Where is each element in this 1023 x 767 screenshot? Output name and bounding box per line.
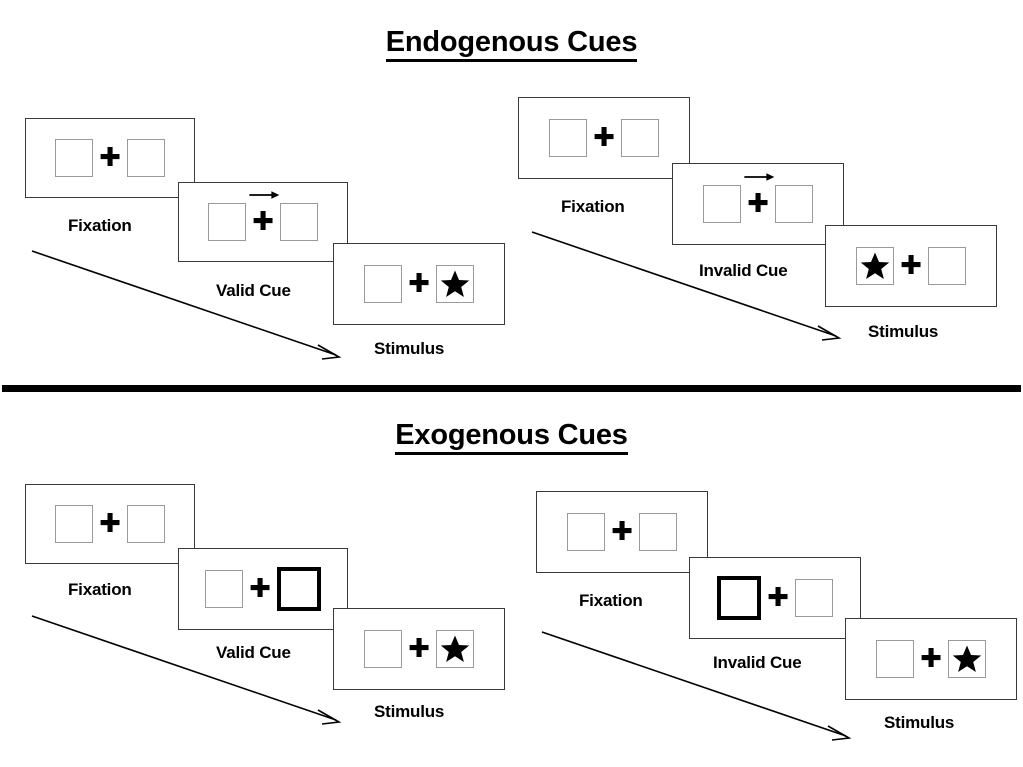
left-box-cued[interactable]: [717, 576, 761, 620]
caption-stimulus-exogenous-invalid: Stimulus: [884, 713, 955, 732]
caption-fixation-exogenous-valid: Fixation: [68, 580, 132, 599]
flow-arrow-icon-exogenous-valid: [30, 612, 350, 732]
frame-fixation-exogenous-valid[interactable]: ✚: [25, 484, 195, 564]
plus-icon: ✚: [900, 251, 922, 281]
right-box[interactable]: [639, 513, 677, 551]
caption-cue-exogenous-valid: Valid Cue: [216, 643, 291, 662]
plus-icon: ✚: [408, 269, 430, 299]
left-box[interactable]: [55, 505, 93, 543]
star-icon: [440, 634, 470, 664]
caption-fixation-endogenous-invalid: Fixation: [561, 197, 625, 216]
plus-icon: ✚: [249, 574, 271, 604]
left-box[interactable]: [364, 265, 402, 303]
arrow-right-icon: [247, 189, 281, 203]
frame-cue-endogenous-valid[interactable]: ✚: [178, 182, 348, 262]
caption-stimulus-exogenous-valid: Stimulus: [374, 702, 445, 721]
caption-cue-endogenous-invalid: Invalid Cue: [699, 261, 788, 280]
frame-content: ✚: [334, 609, 504, 689]
box-row: ✚: [717, 576, 833, 620]
plus-icon: ✚: [246, 191, 280, 235]
flow-arrow-icon-endogenous-valid: [30, 247, 350, 367]
plus-icon: ✚: [99, 509, 121, 539]
frame-stimulus-exogenous-valid[interactable]: ✚: [333, 608, 505, 690]
box-row: ✚: [549, 119, 659, 157]
frame-content: ✚: [179, 549, 347, 629]
left-box[interactable]: [364, 630, 402, 668]
caption-stimulus-endogenous-invalid: Stimulus: [868, 322, 939, 341]
right-box[interactable]: [127, 505, 165, 543]
section-title-endogenous-text: Endogenous Cues: [385, 26, 637, 62]
frame-stimulus-exogenous-invalid[interactable]: ✚: [845, 618, 1017, 700]
box-row: ✚: [208, 191, 318, 241]
plus-icon: ✚: [408, 634, 430, 664]
section-title-endogenous: Endogenous Cues: [0, 26, 1023, 62]
caption-fixation-endogenous-valid: Fixation: [68, 216, 132, 235]
right-box[interactable]: [775, 185, 813, 223]
box-row: ✚: [856, 247, 966, 285]
star-icon: [952, 644, 982, 674]
flow-arrow-icon-exogenous-invalid: [540, 628, 860, 748]
frame-fixation-endogenous-invalid[interactable]: ✚: [518, 97, 690, 179]
section-title-exogenous-text: Exogenous Cues: [395, 419, 628, 455]
left-box[interactable]: [205, 570, 243, 608]
left-box[interactable]: [703, 185, 741, 223]
frame-fixation-exogenous-invalid[interactable]: ✚: [536, 491, 708, 573]
frame-content: ✚: [26, 485, 194, 563]
frame-cue-endogenous-invalid[interactable]: ✚: [672, 163, 844, 245]
star-icon: [860, 251, 890, 281]
caption-fixation-exogenous-invalid: Fixation: [579, 591, 643, 610]
frame-stimulus-endogenous-valid[interactable]: ✚: [333, 243, 505, 325]
frame-cue-exogenous-invalid[interactable]: ✚: [689, 557, 861, 639]
plus-icon: ✚: [99, 143, 121, 173]
frame-content: ✚: [673, 164, 843, 244]
frame-fixation-endogenous-valid[interactable]: ✚: [25, 118, 195, 198]
right-box[interactable]: [928, 247, 966, 285]
left-box[interactable]: [208, 203, 246, 241]
frame-content: ✚: [537, 492, 707, 572]
star-icon: [440, 269, 470, 299]
frame-content: ✚: [26, 119, 194, 197]
frame-content: ✚: [334, 244, 504, 324]
frame-cue-exogenous-valid[interactable]: ✚: [178, 548, 348, 630]
right-box[interactable]: [127, 139, 165, 177]
plus-icon: ✚: [741, 173, 775, 217]
left-box[interactable]: [55, 139, 93, 177]
plus-icon: ✚: [920, 644, 942, 674]
plus-icon: ✚: [611, 517, 633, 547]
box-row: ✚: [567, 513, 677, 551]
right-box[interactable]: [436, 630, 474, 668]
plus-icon: ✚: [593, 123, 615, 153]
caption-stimulus-endogenous-valid: Stimulus: [374, 339, 445, 358]
frame-content: ✚: [519, 98, 689, 178]
right-box-cued[interactable]: [277, 567, 321, 611]
caption-cue-endogenous-valid: Valid Cue: [216, 281, 291, 300]
frame-content: ✚: [846, 619, 1016, 699]
box-row: ✚: [55, 505, 165, 543]
left-box[interactable]: [549, 119, 587, 157]
right-box[interactable]: [948, 640, 986, 678]
box-row: ✚: [364, 265, 474, 303]
right-box[interactable]: [436, 265, 474, 303]
right-box[interactable]: [621, 119, 659, 157]
section-divider: [2, 385, 1021, 392]
caption-cue-exogenous-invalid: Invalid Cue: [713, 653, 802, 672]
left-box[interactable]: [876, 640, 914, 678]
frame-content: ✚: [690, 558, 860, 638]
right-box[interactable]: [280, 203, 318, 241]
right-box[interactable]: [795, 579, 833, 617]
section-title-exogenous: Exogenous Cues: [0, 419, 1023, 455]
left-box[interactable]: [567, 513, 605, 551]
frame-stimulus-endogenous-invalid[interactable]: ✚: [825, 225, 997, 307]
plus-icon: ✚: [767, 583, 789, 613]
box-row: ✚: [703, 173, 813, 223]
frame-content: ✚: [179, 183, 347, 261]
box-row: ✚: [55, 139, 165, 177]
arrow-right-icon: [742, 171, 776, 185]
box-row: ✚: [205, 567, 321, 611]
flow-arrow-icon-endogenous-invalid: [530, 228, 850, 348]
frame-content: ✚: [826, 226, 996, 306]
box-row: ✚: [364, 630, 474, 668]
box-row: ✚: [876, 640, 986, 678]
left-box[interactable]: [856, 247, 894, 285]
